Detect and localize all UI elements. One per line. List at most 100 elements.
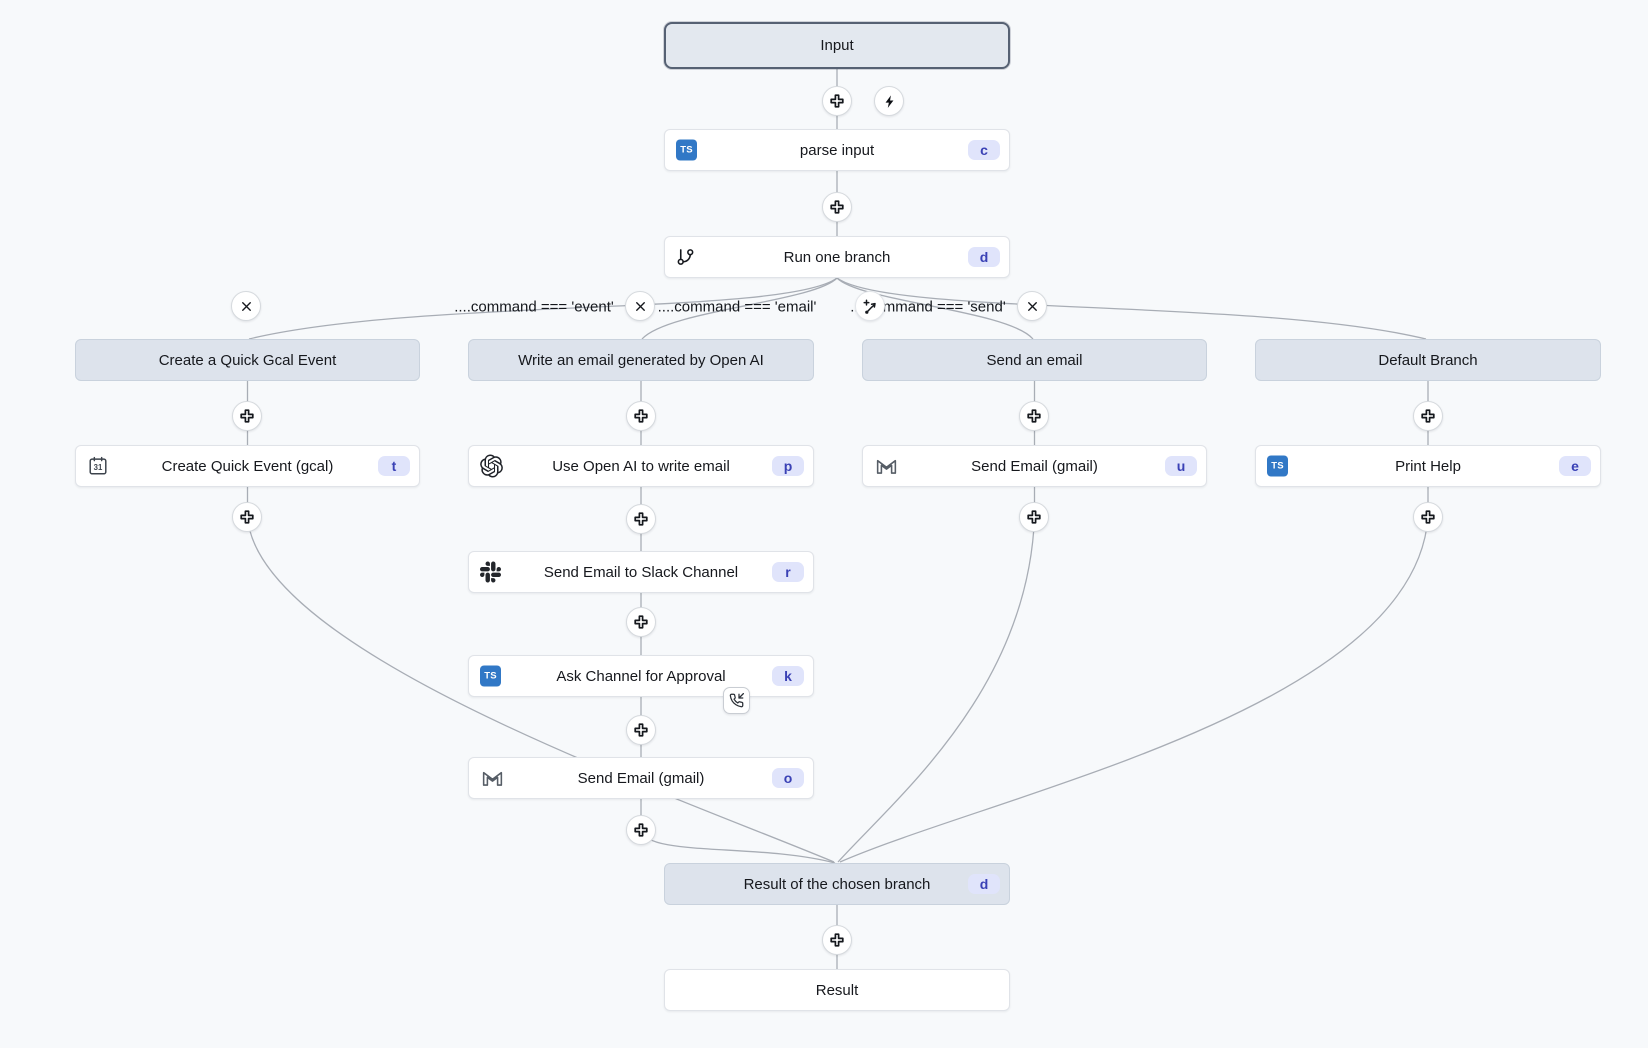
step-label: Send Email to Slack Channel [543,563,739,581]
close-icon [1025,299,1040,314]
trigger-button[interactable] [874,86,904,116]
branch-header-openai[interactable]: Write an email generated by Open AI [468,339,814,381]
plus-icon [1026,408,1042,424]
phone-incoming-icon [729,693,744,708]
branch-header-label: Write an email generated by Open AI [518,351,764,369]
step-id-badge: d [968,247,1000,267]
add-step-button[interactable] [626,401,656,431]
plus-icon [1420,408,1436,424]
slack-icon [480,561,501,583]
plus-icon [633,511,649,527]
edge [839,516,1429,863]
edge [836,277,1034,340]
typescript-icon: TS [676,139,697,161]
step-id-badge: d [968,874,1000,894]
close-icon [633,299,648,314]
add-step-button[interactable] [626,815,656,845]
edge [836,277,1427,340]
plus-icon [633,722,649,738]
suspend-approval-button[interactable] [723,687,750,714]
step-label: Send Email (gmail) [577,769,705,787]
result-node[interactable]: Result [664,969,1010,1011]
send-email-gmail-mid-step[interactable]: Send Email (gmail) o [468,757,814,799]
add-step-button[interactable] [626,715,656,745]
plus-icon [829,199,845,215]
add-step-button[interactable] [822,925,852,955]
add-step-button[interactable] [232,401,262,431]
run-one-branch-step[interactable]: Run one branch d [664,236,1010,278]
remove-branch-button[interactable] [625,291,655,321]
branch-header-gcal[interactable]: Create a Quick Gcal Event [75,339,420,381]
plus-icon [633,614,649,630]
ask-channel-approval-step[interactable]: TS Ask Channel for Approval k [468,655,814,697]
step-id-badge: e [1559,456,1591,476]
add-step-button[interactable] [822,86,852,116]
edge [246,516,835,863]
remove-branch-button[interactable] [1017,291,1047,321]
step-id-badge: p [772,456,804,476]
calendar-day-text: 31 [94,463,103,472]
plus-icon [829,93,845,109]
plus-icon [1026,509,1042,525]
send-email-gmail-right-step[interactable]: Send Email (gmail) u [862,445,1207,487]
calendar-icon: 31 [87,455,109,477]
add-branch-icon [862,298,879,315]
openai-icon [480,454,503,478]
remove-branch-button[interactable] [231,291,261,321]
plus-icon [633,408,649,424]
plus-icon [829,932,845,948]
input-node[interactable]: Input [664,22,1010,69]
branch-condition-event: ....command === 'event' [454,298,614,316]
print-help-step[interactable]: TS Print Help e [1255,445,1601,487]
input-node-label: Input [820,37,854,54]
send-email-slack-step[interactable]: Send Email to Slack Channel r [468,551,814,593]
typescript-icon: TS [480,665,501,687]
step-id-badge: k [772,666,804,686]
plus-icon [633,822,649,838]
add-branch-button[interactable] [855,291,885,321]
branch-condition-send: ....command === 'send' [850,298,1006,316]
branch-header-label: Default Branch [1378,351,1478,369]
step-label: Use Open AI to write email [552,457,730,475]
create-quick-event-step[interactable]: 31 Create Quick Event (gcal) t [75,445,420,487]
step-label: Send Email (gmail) [971,457,1098,475]
add-step-button[interactable] [1413,502,1443,532]
branch-header-send-email[interactable]: Send an email [862,339,1207,381]
parse-input-label: parse input [799,141,875,159]
add-step-button[interactable] [1413,401,1443,431]
branch-condition-email: ....command === 'email' [657,298,817,316]
step-label: Ask Channel for Approval [556,667,726,685]
step-id-badge: u [1165,456,1197,476]
gmail-icon [480,766,505,791]
result-of-chosen-branch-node[interactable]: Result of the chosen branch d [664,863,1010,905]
branch-header-default[interactable]: Default Branch [1255,339,1601,381]
result-label: Result [815,981,859,999]
plus-icon [1420,509,1436,525]
openai-write-email-step[interactable]: Use Open AI to write email p [468,445,814,487]
git-branch-icon [676,248,695,267]
step-id-badge: o [772,768,804,788]
plus-icon [239,408,255,424]
branch-header-label: Create a Quick Gcal Event [158,351,337,369]
add-step-button[interactable] [626,607,656,637]
edge [248,277,838,340]
add-step-button[interactable] [822,192,852,222]
add-step-button[interactable] [626,504,656,534]
gmail-icon [874,454,899,479]
step-id-badge: r [772,562,804,582]
typescript-icon: TS [1267,455,1288,477]
add-step-button[interactable] [1019,502,1049,532]
plus-icon [239,509,255,525]
parse-input-step[interactable]: TS parse input c [664,129,1010,171]
add-step-button[interactable] [1019,401,1049,431]
step-label: Print Help [1395,457,1461,475]
close-icon [239,299,254,314]
step-id-badge: t [378,456,410,476]
edge [837,516,1036,863]
run-one-branch-label: Run one branch [783,248,891,266]
bolt-icon [882,94,897,109]
step-label: Create Quick Event (gcal) [161,457,334,475]
edge [641,277,838,340]
add-step-button[interactable] [232,502,262,532]
